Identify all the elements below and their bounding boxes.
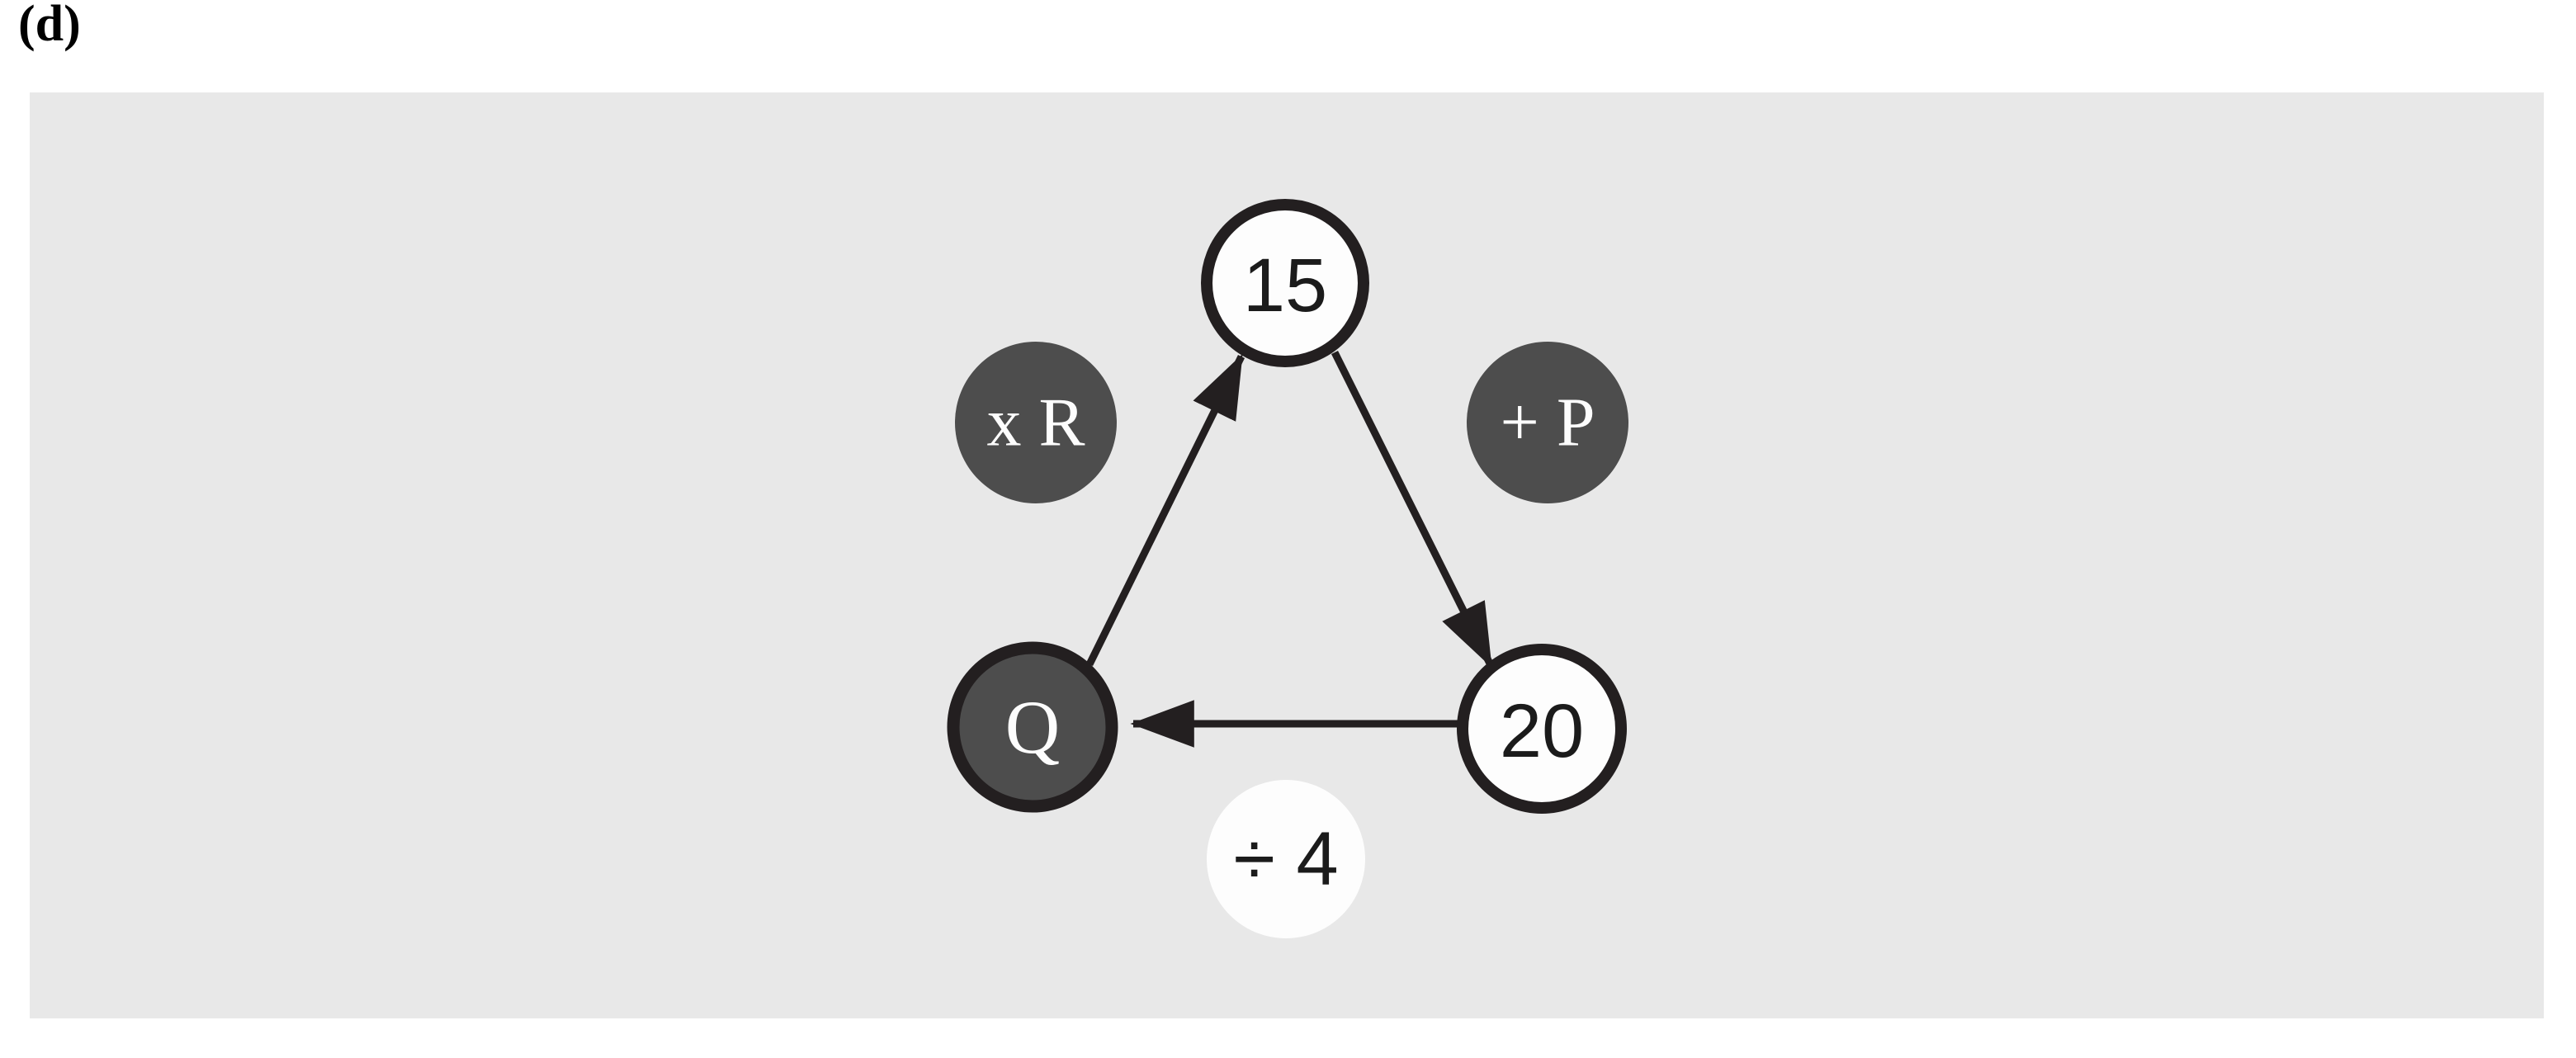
part-label: (d) <box>18 0 81 52</box>
diagram-panel <box>30 92 2544 1018</box>
